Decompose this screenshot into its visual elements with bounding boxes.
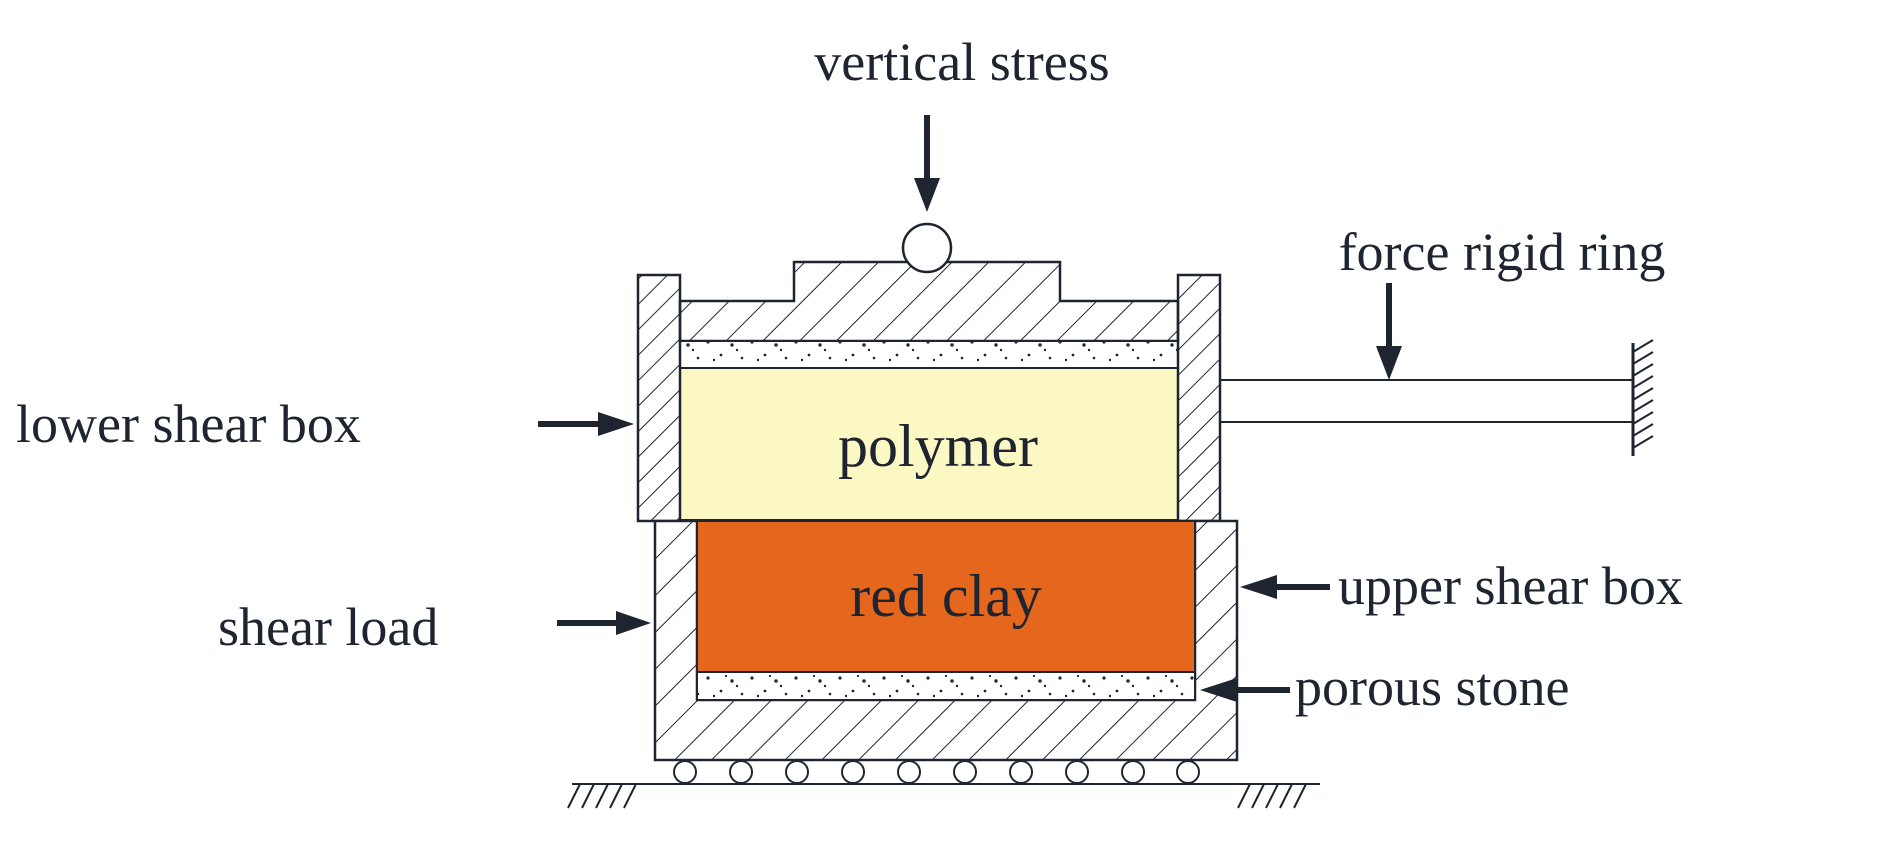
vertical-stress-arrow [914, 115, 940, 212]
upper-shear-box-arrow [1240, 575, 1330, 599]
shear-load-label: shear load [218, 597, 438, 657]
force-rigid-ring-arrow [1376, 283, 1402, 380]
force-rigid-ring-beam [1220, 339, 1654, 456]
vertical-stress-label: vertical stress [814, 32, 1109, 92]
porous-stone-bottom [696, 671, 1196, 701]
ground [567, 783, 1320, 809]
red-clay-layer [696, 520, 1196, 673]
lower-shear-box-label: lower shear box [16, 394, 361, 454]
force-rigid-ring-label: force rigid ring [1339, 222, 1666, 282]
upper-shear-box-label: upper shear box [1338, 556, 1683, 616]
shear-load-arrow [557, 611, 651, 635]
top-box-walls [636, 273, 1222, 523]
porous-stone-arrow [1200, 678, 1290, 702]
polymer-label: polymer [838, 413, 1038, 479]
load-ball [901, 222, 953, 274]
lower-shear-box-arrow [538, 412, 634, 436]
porous-stone-top [679, 340, 1179, 369]
polymer-layer [679, 367, 1179, 521]
rollers [673, 760, 1200, 784]
loading-cap [678, 260, 1180, 343]
red-clay-label: red clay [850, 563, 1042, 629]
porous-stone-label: porous stone [1295, 657, 1569, 717]
